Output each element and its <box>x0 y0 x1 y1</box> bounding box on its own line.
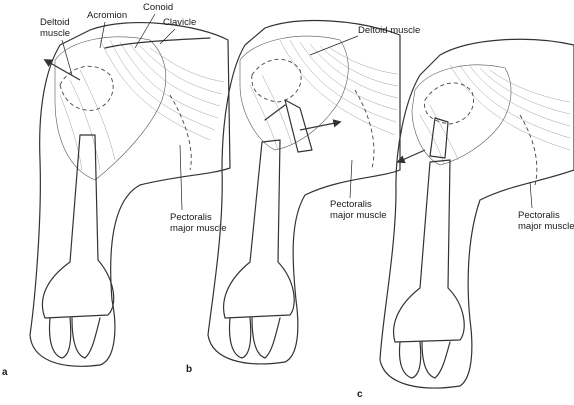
panel-letter-a: a <box>2 367 8 378</box>
displacement-arrow-c <box>396 149 426 164</box>
scapula-b <box>251 58 302 103</box>
humerus-c <box>393 159 465 343</box>
panel-a: Deltoid muscle Acromion Conoid Clavicle … <box>2 2 231 378</box>
displacement-arrow-b <box>299 119 342 131</box>
panel-letter-b: b <box>186 364 192 375</box>
muscle-fibers-c <box>419 64 571 166</box>
scapula-a <box>59 65 114 111</box>
label-pectoralis-major-muscle: Pectoralis <box>170 212 212 223</box>
panel-c: Pectoralis major muscle c <box>357 38 574 400</box>
label-conoid: Conoid <box>143 2 173 13</box>
humerus-a <box>41 134 115 319</box>
humerus-b <box>223 139 295 319</box>
svg-text:muscle: muscle <box>40 28 70 39</box>
deltoid-b <box>239 35 349 151</box>
scapula-c <box>424 82 474 125</box>
muscle-fibers-a <box>59 39 225 171</box>
clavicle-a <box>104 37 211 49</box>
proximal-fragment-c <box>429 117 449 159</box>
svg-text:major muscle: major muscle <box>330 210 387 221</box>
arm-outline-c <box>379 38 574 389</box>
arm-outline-b <box>207 19 401 365</box>
arm-outline-a <box>29 22 231 367</box>
deltoid-a <box>54 36 167 181</box>
label-pectoralis-major-muscle-c: Pectoralis <box>518 210 560 221</box>
label-acromion: Acromion <box>87 10 127 21</box>
panel-b: Deltoid muscle Pectoralis major muscle b <box>186 19 420 375</box>
panel-letter-c: c <box>357 389 363 400</box>
svg-text:major muscle: major muscle <box>518 221 574 232</box>
label-deltoid-muscle-b: Deltoid muscle <box>358 25 420 36</box>
proximal-fragment-b <box>284 99 313 153</box>
svg-text:major muscle: major muscle <box>170 223 227 234</box>
muscle-fibers-b <box>249 39 399 151</box>
displacement-arrow-a <box>43 59 81 81</box>
label-pectoralis-major-muscle-b: Pectoralis <box>330 199 372 210</box>
label-clavicle: Clavicle <box>163 17 196 28</box>
label-deltoid-muscle: Deltoid <box>40 17 70 28</box>
deltoid-c <box>411 64 512 166</box>
